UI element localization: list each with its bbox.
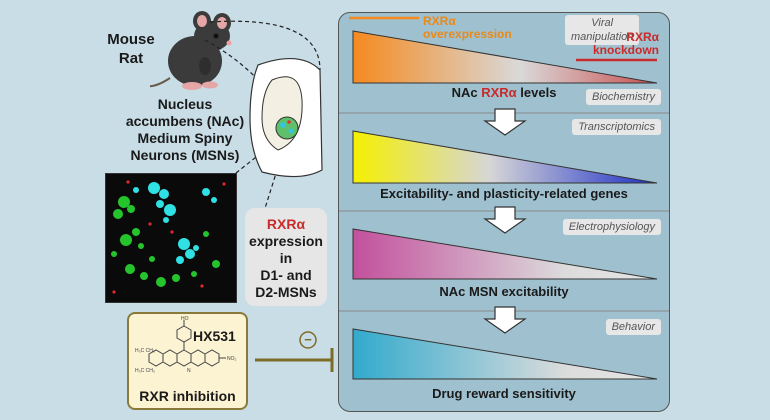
panel-graphics xyxy=(339,16,669,380)
svg-text:HO: HO xyxy=(181,316,189,322)
genes-caption: Excitability- and plasticity-related gen… xyxy=(380,186,628,201)
region-labels: Nucleus accumbens (NAc) Medium Spiny Neu… xyxy=(100,96,270,164)
rxr-inhibition-label: RXR inhibition xyxy=(139,388,236,404)
dashed-connector-top xyxy=(209,20,321,71)
expression-line-4: D2-MSNs xyxy=(255,284,317,300)
overexpression-title: RXRα xyxy=(423,14,456,28)
viral-manipulation-tag: Viral manipulation xyxy=(565,15,640,45)
microscopy-image xyxy=(105,173,237,303)
dashed-connector-mid xyxy=(204,39,289,121)
svg-text:NO₂: NO₂ xyxy=(227,356,237,362)
effects-panel: RXRα overexpression Viral manipulation R… xyxy=(338,12,670,412)
down-arrow-icon-3 xyxy=(483,306,527,334)
knockdown-text: knockdown xyxy=(592,43,659,57)
reward-wedge xyxy=(352,328,658,380)
transcriptomics-tag: Transcriptomics xyxy=(572,119,661,135)
nac-label-line1: Nucleus xyxy=(157,96,213,112)
down-arrow-icon-1 xyxy=(483,108,527,136)
excitability-wedge xyxy=(352,228,658,280)
behavior-tag: Behavior xyxy=(605,319,661,335)
viral-tag-line1: Viral xyxy=(591,17,614,29)
hx531-structure: HO NO₂ H₃C CH₃ H₃C CH₃ N xyxy=(135,316,237,374)
knockdown-title: RXRα xyxy=(626,30,659,44)
rxr-expression-box: RXRα expression in D1- and D2-MSNs xyxy=(245,208,327,306)
reward-caption: Drug reward sensitivity xyxy=(432,386,576,401)
excitability-caption: NAc MSN excitability xyxy=(439,284,569,299)
inhibition-connector: − xyxy=(255,331,334,372)
rxr-levels-wedge xyxy=(352,30,658,84)
mouse-illustration xyxy=(150,11,232,90)
hx531-box: HO NO₂ H₃C CH₃ H₃C CH₃ N HX531 RXR inhib… xyxy=(127,312,248,410)
viral-tag-line2: manipulation xyxy=(571,31,634,43)
expression-line-3: D1- and xyxy=(260,267,312,283)
minus-sign: − xyxy=(304,332,312,347)
minus-circle-icon xyxy=(299,331,317,349)
expression-line-2: in xyxy=(279,250,293,266)
biochemistry-tag: Biochemistry xyxy=(586,89,661,105)
electrophysiology-tag: Electrophysiology xyxy=(562,219,661,235)
caption-highlight: RXRα xyxy=(481,85,517,100)
caption-suffix: levels xyxy=(520,85,557,100)
overexpression-label: RXRα overexpression xyxy=(423,15,512,41)
svg-text:H₃C CH₃: H₃C CH₃ xyxy=(135,348,155,354)
genes-wedge xyxy=(352,130,658,184)
microscopy-dots xyxy=(111,180,226,294)
nac-label-line2: accumbens (NAc) xyxy=(125,113,245,129)
overexpression-text: overexpression xyxy=(423,27,512,41)
expression-title: RXRα xyxy=(266,216,306,232)
species-rat: Rat xyxy=(118,50,144,67)
svg-text:N: N xyxy=(187,368,191,374)
species-labels: Mouse Rat xyxy=(96,30,166,68)
caption-prefix: NAc xyxy=(451,85,478,100)
species-mouse: Mouse xyxy=(107,31,155,48)
brain-section-icon xyxy=(249,57,323,178)
down-arrow-icon-2 xyxy=(483,206,527,234)
msn-label-line2: Neurons (MSNs) xyxy=(130,147,240,163)
hx531-label: HX531 xyxy=(193,328,236,344)
knockdown-label: RXRα knockdown xyxy=(593,31,659,57)
expression-line-1: expression xyxy=(249,233,323,249)
svg-text:H₃C CH₃: H₃C CH₃ xyxy=(135,368,155,374)
brain-connectors xyxy=(204,20,323,260)
rxr-levels-caption: NAc RXRα levels xyxy=(339,85,669,100)
msn-label-line1: Medium Spiny xyxy=(137,130,233,146)
